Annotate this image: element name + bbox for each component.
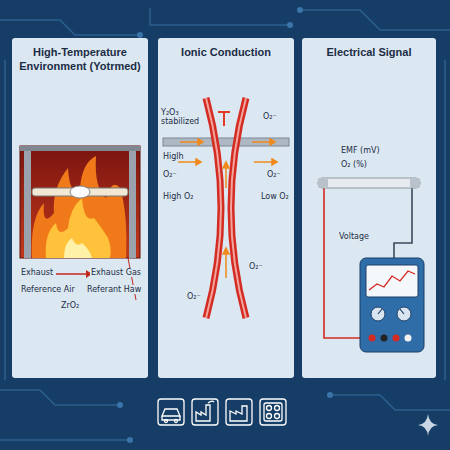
annotation-label: Reference Air [20, 285, 76, 294]
circuit-trace [330, 395, 450, 410]
sparkle-mark [418, 414, 438, 436]
circuit-trace [444, 60, 446, 380]
annotation-label: Voltage [338, 232, 370, 241]
annotation-label: EMF (mV) [340, 146, 381, 155]
circuit-trace [150, 8, 290, 25]
annotation-label: Y₂O₃ stabilized [160, 108, 204, 126]
circuit-trace [300, 10, 450, 30]
panel-heading: Ionic Conduction [158, 38, 294, 60]
panel-heading: High-Temperature Environment (Yotrmed) [12, 38, 148, 74]
voltmeter-illustration [302, 38, 436, 378]
annotation-label: O₂⁻ [262, 112, 278, 121]
annotation-label: O₂⁻ [266, 170, 282, 179]
circuit-trace [0, 390, 120, 405]
annotation-label: O₂⁻ [162, 170, 178, 179]
panel-heading: Electrical Signal [302, 38, 436, 60]
annotation-label: O₂⁻ [186, 292, 202, 301]
annotation-label: O₂ (%) [340, 160, 368, 169]
application-icons [158, 399, 286, 425]
annotation-label: Exhaust Gas [90, 268, 142, 277]
annotation-label: Referant Haw [86, 285, 142, 294]
furnace-illustration [12, 38, 148, 378]
annotation-label: Exhaust [20, 268, 54, 277]
panel: Ionic Conduction [158, 38, 294, 378]
annotation-label: Low O₂ [260, 192, 290, 201]
annotation-label: O₂⁻ [248, 262, 264, 271]
circuit-trace [0, 20, 140, 35]
circuit-trace [0, 439, 130, 441]
annotation-label: ZrO₂ [60, 301, 80, 310]
annotation-label: Higlh [162, 152, 185, 161]
annotation-label: High O₂ [162, 192, 194, 201]
electrolyte-illustration [158, 38, 294, 378]
circuit-trace [4, 60, 6, 380]
panel: Electrical Signal [302, 38, 436, 378]
panel: High-Temperature Environment (Yotrmed) [12, 38, 148, 378]
